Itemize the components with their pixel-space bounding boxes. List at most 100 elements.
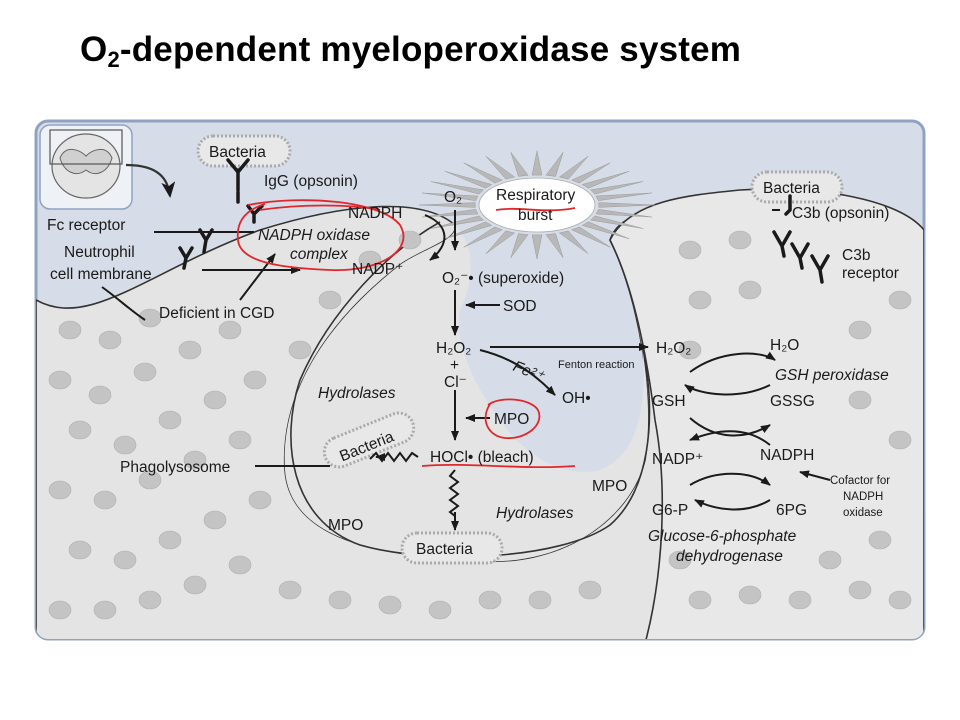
granule: [133, 362, 157, 382]
granule: [848, 390, 872, 410]
granule: [728, 230, 752, 250]
granule: [48, 370, 72, 390]
granule: [138, 590, 162, 610]
label-receptor: receptor: [842, 265, 899, 282]
starburst-spike: [444, 170, 493, 189]
label-6pg: 6PG: [776, 502, 807, 519]
granule: [228, 430, 252, 450]
label-hydrolases-bottom: Hydrolases: [496, 505, 574, 522]
starburst-spike: [430, 181, 484, 195]
label-cell-membrane: cell membrane: [50, 266, 152, 283]
granule: [688, 290, 712, 310]
granule: [113, 550, 137, 570]
granule: [178, 340, 202, 360]
granule: [868, 530, 892, 550]
red-circle-nadph-oxidase: [236, 199, 405, 271]
label-sod: SOD: [503, 298, 537, 315]
granules: [48, 230, 912, 620]
label-h2o: H₂O: [770, 337, 799, 354]
granule: [738, 280, 762, 300]
starburst-spike: [571, 226, 611, 248]
granule: [288, 340, 312, 360]
starburst-spike: [422, 192, 479, 201]
label-g6p: G6-P: [652, 502, 688, 519]
granule: [138, 308, 162, 328]
starburst-spike: [444, 221, 493, 240]
granule: [158, 530, 182, 550]
label-nadph-oxidase: NADPH oxidase: [258, 227, 370, 244]
label-nadph-top: NADPH: [348, 205, 402, 222]
neutrophil-cell-right: [609, 188, 924, 639]
granule: [98, 330, 122, 350]
label-g6pd: Glucose-6-phosphate: [648, 528, 797, 545]
label-oh-radical: OH•: [562, 390, 591, 407]
starburst-spike: [598, 202, 655, 208]
granule: [203, 390, 227, 410]
granule: [328, 590, 352, 610]
starburst-spike: [581, 221, 630, 240]
granule: [578, 580, 602, 600]
granule: [88, 385, 112, 405]
starburst-spike: [581, 170, 630, 189]
label-complex: complex: [290, 246, 349, 263]
granule: [93, 600, 117, 620]
granule: [668, 550, 692, 570]
label-cofactor: Cofactor for: [830, 475, 890, 487]
granule: [113, 435, 137, 455]
granule: [398, 230, 422, 250]
label-c3b: C3b: [842, 247, 870, 264]
label-cofactor-oxidase: oxidase: [843, 507, 883, 519]
label-respiratory: Respiratory: [496, 187, 575, 204]
granule: [428, 600, 452, 620]
starburst-spike: [571, 162, 611, 184]
granule: [788, 590, 812, 610]
granule: [278, 580, 302, 600]
granule: [48, 600, 72, 620]
granule: [48, 480, 72, 500]
label-nadph-right: NADPH: [760, 447, 814, 464]
granule: [528, 590, 552, 610]
starburst-spike: [510, 152, 529, 177]
label-mpo-center: MPO: [494, 411, 529, 428]
label-plus: +: [450, 357, 459, 374]
starburst-spike: [419, 202, 476, 208]
label-gssg: GSSG: [770, 393, 815, 410]
red-circle-mpo: [484, 398, 541, 439]
label-h2o2-right: H₂O₂: [656, 340, 691, 357]
granule: [848, 320, 872, 340]
antibody-y-icon: [178, 158, 830, 284]
starburst-icon: [419, 150, 655, 260]
starburst-spike: [595, 192, 652, 201]
granule: [183, 575, 207, 595]
granule: [848, 580, 872, 600]
granule: [818, 550, 842, 570]
starburst-spike: [463, 162, 503, 184]
respiratory-burst-core: [478, 177, 596, 233]
label-bacteria-right: Bacteria: [763, 180, 820, 197]
label-fenton: Fenton reaction: [558, 359, 634, 371]
label-fc-receptor: Fc receptor: [47, 217, 125, 234]
granule: [218, 320, 242, 340]
granule: [318, 290, 342, 310]
starburst-spike: [558, 230, 589, 254]
granule: [68, 540, 92, 560]
label-chloride: Cl⁻: [444, 374, 467, 391]
label-nadp-plus-right: NADP⁺: [652, 451, 703, 468]
label-cofactor-nadph: NADPH: [843, 491, 883, 503]
granule: [678, 240, 702, 260]
label-neutrophil: Neutrophil: [64, 244, 135, 261]
label-superoxide: O₂⁻• (superoxide): [442, 270, 564, 287]
red-underline-respiratory: [495, 207, 576, 212]
label-deficient-cgd: Deficient in CGD: [159, 305, 274, 322]
starburst-spike: [422, 209, 479, 218]
label-bacteria-bottom: Bacteria: [416, 541, 473, 558]
label-bacteria-top: Bacteria: [209, 144, 266, 161]
label-gsh-peroxidase: GSH peroxidase: [775, 367, 889, 384]
title-subscript: 2: [107, 47, 120, 72]
granule: [68, 420, 92, 440]
granule: [678, 340, 702, 360]
label-h2o2-left: H₂O₂: [436, 340, 471, 357]
label-hocl: HOCl• (bleach): [430, 449, 534, 466]
label-mpo-left: MPO: [328, 517, 363, 534]
